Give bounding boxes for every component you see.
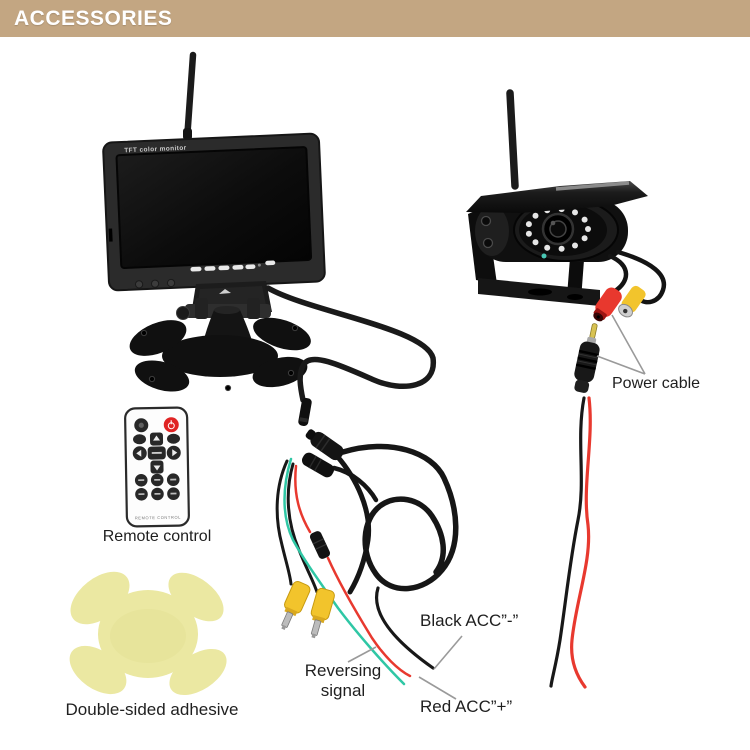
dc-female-connector	[593, 287, 622, 322]
acc-red-wire-upper	[294, 464, 312, 534]
power-wire-black	[549, 396, 586, 688]
monitor-ir-buttons	[134, 278, 176, 289]
camera-end-cap	[475, 206, 509, 256]
monitor-antenna	[183, 51, 197, 144]
adhesive-label: Double-sided adhesive	[65, 700, 239, 719]
camera-illustration	[466, 89, 667, 689]
camera-antenna	[506, 89, 519, 190]
coiled-cable	[340, 443, 459, 592]
camera-sun-visor	[466, 181, 648, 213]
monitor-stand	[129, 281, 311, 392]
monitor-illustration: TFT color monitor	[102, 51, 436, 427]
video-lead-black-1	[275, 459, 293, 586]
black-acc-pointer-line	[433, 635, 463, 670]
remote-control-illustration: REMOTE CONTROL	[124, 406, 190, 528]
adhesive-pad-illustration	[69, 571, 227, 696]
remote-control-label: Remote control	[102, 528, 212, 545]
acc-red-wire-lower	[326, 556, 412, 678]
red-acc-pointer-line	[418, 676, 457, 700]
monitor-screen	[115, 146, 313, 270]
header-banner: ACCESSORIES	[0, 0, 750, 37]
rca-female-connector	[618, 285, 646, 318]
monitor-cable	[265, 285, 436, 403]
rca-male-plug	[281, 580, 311, 630]
power-cable-label: Power cable	[612, 375, 701, 392]
page-title: ACCESSORIES	[14, 6, 173, 30]
power-cable-pointer-lines	[596, 314, 646, 375]
dc-power-plug	[574, 323, 600, 393]
acc-black-wire	[375, 586, 435, 670]
rca-male-plug	[310, 587, 335, 639]
camera-status-led	[541, 253, 547, 259]
black-acc-label: Black ACC”-”	[420, 611, 519, 630]
reversing-signal-wire	[283, 457, 406, 686]
monitor-bezel-text: TFT color monitor	[124, 145, 187, 155]
cable-connector-female	[305, 429, 344, 461]
cable-connector-male	[301, 452, 335, 478]
av-cable-kit-illustration	[275, 429, 463, 700]
red-acc-label: Red ACC”+”	[420, 697, 513, 716]
camera-pigtail	[615, 249, 667, 305]
remote-power-button	[163, 417, 179, 433]
remote-brand-text: REMOTE CONTROL	[135, 515, 181, 521]
monitor-buttons	[190, 260, 276, 272]
antenna-base	[183, 128, 192, 140]
remote-button	[133, 434, 147, 445]
inline-connector	[309, 531, 331, 559]
monitor-side-port	[108, 228, 113, 242]
reversing-pointer-line	[347, 646, 377, 663]
reversing-signal-label: Reversing signal	[304, 661, 382, 701]
remote-button	[167, 433, 181, 444]
power-wire-red	[570, 396, 592, 689]
base-screw-holes	[140, 324, 299, 392]
monitor-cable-connector	[298, 397, 312, 427]
stand-base-plate	[129, 317, 311, 392]
